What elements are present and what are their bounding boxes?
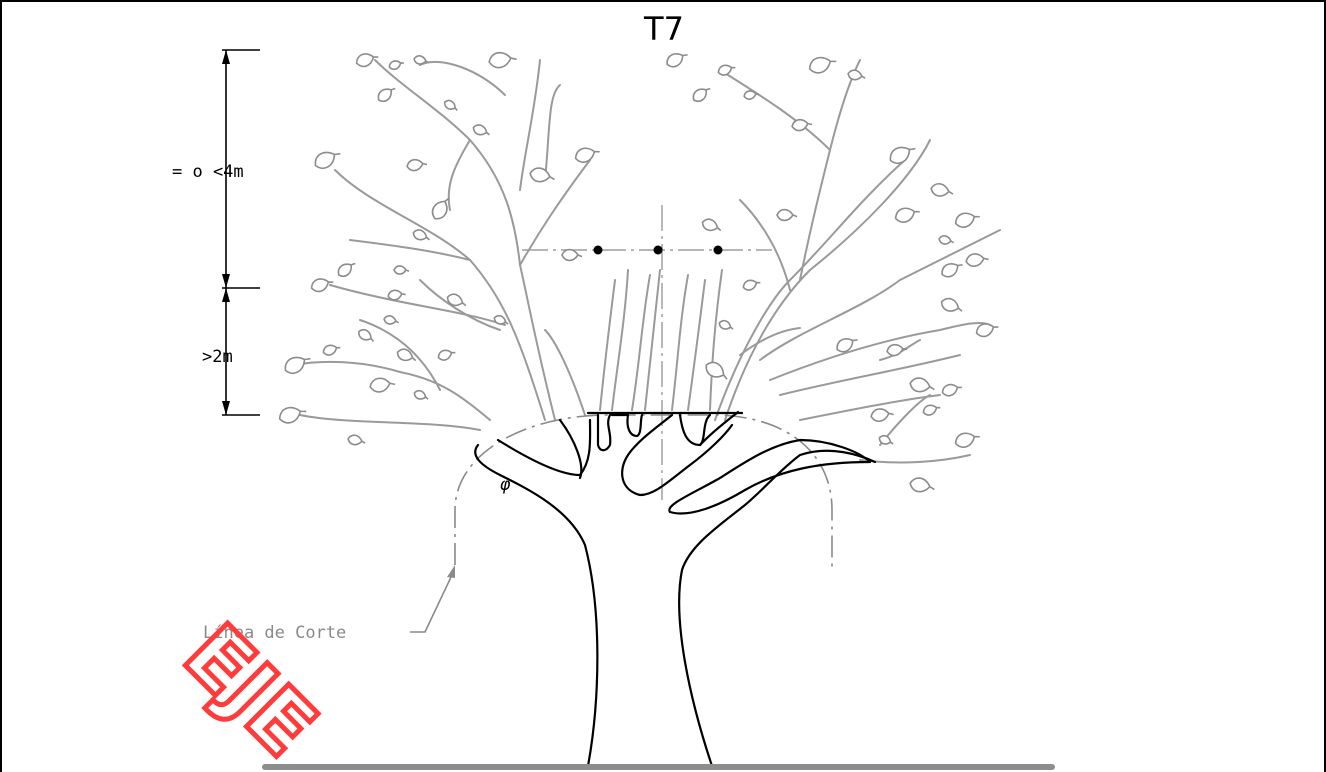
leaf bbox=[358, 329, 375, 342]
leaf bbox=[472, 124, 490, 136]
leaf bbox=[561, 248, 583, 262]
cut-line-leader bbox=[410, 574, 453, 633]
dimension-lines bbox=[222, 49, 260, 416]
leaf bbox=[705, 361, 728, 380]
leaf bbox=[369, 377, 396, 393]
leaf bbox=[413, 389, 429, 400]
axis-nodes bbox=[593, 245, 723, 255]
leaf bbox=[718, 319, 734, 330]
axis-node bbox=[653, 245, 663, 255]
leaf bbox=[847, 69, 866, 81]
leaf bbox=[387, 289, 406, 301]
leaf bbox=[322, 344, 341, 356]
leaf bbox=[909, 377, 935, 393]
leaf bbox=[413, 55, 430, 65]
leaf bbox=[393, 265, 410, 275]
leaf bbox=[406, 158, 428, 172]
leaf bbox=[337, 262, 356, 278]
leaf bbox=[930, 183, 954, 197]
leaf bbox=[878, 434, 894, 445]
diameter-symbol: φ bbox=[500, 475, 511, 495]
leaf bbox=[493, 314, 509, 325]
leaf bbox=[574, 147, 600, 163]
leaf bbox=[444, 99, 458, 112]
leaf bbox=[388, 60, 404, 71]
leaf bbox=[954, 432, 980, 448]
leaf bbox=[446, 293, 467, 307]
leaf bbox=[886, 343, 908, 357]
canopy bbox=[294, 59, 1001, 464]
trunk bbox=[474, 410, 877, 768]
leaf bbox=[894, 207, 920, 223]
leaf bbox=[355, 53, 379, 68]
leaf bbox=[692, 87, 711, 103]
leaf bbox=[941, 383, 962, 397]
leaf bbox=[965, 253, 989, 267]
leaf bbox=[975, 323, 999, 338]
leaf bbox=[938, 235, 955, 245]
cut-line-label: Línea de Corte bbox=[203, 623, 346, 643]
leaf bbox=[396, 348, 417, 362]
leaf bbox=[836, 338, 858, 353]
leaf bbox=[701, 218, 722, 232]
axis-node bbox=[713, 245, 723, 255]
cut-line-arc bbox=[454, 414, 833, 570]
leaf bbox=[383, 315, 400, 325]
leaf bbox=[717, 64, 736, 76]
leaf bbox=[791, 118, 813, 132]
leaf bbox=[347, 434, 366, 446]
leaf bbox=[529, 167, 555, 183]
cut-line-arrowhead bbox=[447, 565, 455, 578]
leaf bbox=[437, 349, 456, 361]
leaf bbox=[808, 56, 837, 74]
drawing-title: T7 bbox=[643, 10, 684, 48]
dimension-upper-label: = o <4m bbox=[172, 162, 244, 182]
leaf bbox=[377, 87, 396, 103]
leaf bbox=[940, 297, 963, 312]
leaf bbox=[742, 279, 761, 291]
leaf bbox=[314, 151, 341, 169]
axis-node bbox=[593, 245, 603, 255]
leaf bbox=[889, 146, 916, 164]
leaf bbox=[941, 263, 963, 278]
leaf bbox=[922, 404, 941, 416]
leaf bbox=[954, 212, 980, 228]
leaf bbox=[909, 477, 935, 493]
leaf bbox=[278, 406, 307, 424]
leaf bbox=[743, 90, 760, 100]
dimension-lower-label: >2m bbox=[202, 347, 233, 367]
leaf bbox=[412, 229, 430, 241]
leaf bbox=[431, 197, 450, 220]
leaves bbox=[278, 51, 999, 493]
leaf bbox=[310, 278, 334, 293]
leaf bbox=[870, 408, 894, 422]
leaf bbox=[666, 53, 688, 68]
leaf bbox=[776, 208, 798, 222]
leaf bbox=[488, 51, 517, 69]
leaf bbox=[284, 356, 311, 374]
